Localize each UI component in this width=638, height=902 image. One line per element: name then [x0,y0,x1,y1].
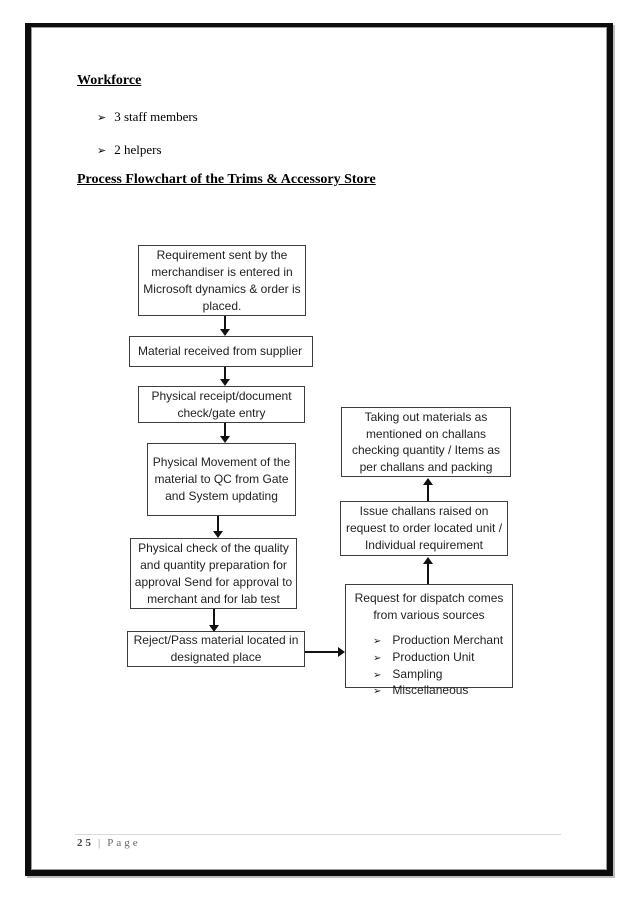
arrow-head-down-icon [208,625,219,632]
dispatch-source-label: Miscellaneous [392,683,469,698]
dispatch-source-label: Production Merchant [392,633,504,647]
node-reject-pass: Reject/Pass material located in designat… [127,631,305,667]
arrow-challans-to-takeout [422,478,433,501]
node-taking-out-materials: Taking out materials as mentioned on cha… [341,407,511,477]
dispatch-source-list: ➢ Production Merchant ➢ Production Unit … [346,633,512,700]
workforce-item-label: 3 staff members [114,109,198,124]
arrow-bullet-icon: ➢ [373,636,382,647]
arrow-bullet-icon: ➢ [373,652,382,664]
arrow-shaft [223,423,226,437]
arrow-quality-to-reject [208,609,219,632]
node-dispatch-request: Request for dispatch comes from various … [345,584,513,697]
dispatch-request-title: Request for dispatch comes from various … [354,591,504,622]
arrow-head-down-icon [219,329,230,336]
footer-separator: | [98,837,104,849]
arrow-head-down-icon [219,379,230,386]
arrow-requirement-to-material [219,316,230,336]
footer-page-word: Page [107,837,141,849]
node-requirement: Requirement sent by the merchandiser is … [138,245,306,316]
arrow-movement-to-quality [212,516,223,538]
workforce-heading: Workforce [77,73,142,88]
node-material-received: Material received from supplier [129,336,313,367]
page-number: 25 [77,837,94,849]
arrow-dispatch-to-challans [422,557,433,584]
dispatch-source-item: ➢ Production Merchant [346,633,512,650]
arrow-shaft [305,650,339,653]
page-border-frame [25,23,613,876]
arrow-shaft [216,516,219,532]
arrow-bullet-icon: ➢ [97,111,107,124]
arrow-head-up-icon [422,478,433,485]
arrow-head-right-icon [338,646,345,657]
arrow-reject-to-dispatch [305,646,345,657]
dispatch-source-label: Sampling [392,666,443,681]
arrow-material-to-receipt [219,367,230,386]
flowchart-heading: Process Flowchart of the Trims & Accesso… [77,172,376,187]
node-receipt-check: Physical receipt/document check/gate ent… [138,386,305,423]
page-footer: 25 |Page [77,837,141,849]
arrow-head-down-icon [212,531,223,538]
node-quality-check: Physical check of the quality and quanti… [130,538,297,609]
node-movement-qc: Physical Movement of the material to QC … [147,443,296,516]
workforce-item-label: 2 helpers [114,142,162,157]
arrow-head-up-icon [422,557,433,564]
arrow-shaft [212,609,215,626]
arrow-bullet-icon: ➢ [97,144,107,157]
arrow-shaft [223,367,226,380]
dispatch-source-item: ➢ Miscellaneous [346,683,512,700]
dispatch-source-label: Production Unit [392,649,475,664]
arrow-shaft [223,316,226,330]
workforce-item: ➢ 3 staff members [97,109,198,125]
dispatch-source-item: ➢ Production Unit [346,650,512,667]
workforce-item: ➢ 2 helpers [97,142,162,158]
arrow-receipt-to-movement [219,423,230,443]
node-issue-challans: Issue challans raised on request to orde… [340,501,508,556]
arrow-shaft [426,563,429,584]
arrow-bullet-icon: ➢ [373,686,382,698]
arrow-shaft [426,484,429,501]
footer-divider [75,834,561,835]
arrow-head-down-icon [219,436,230,443]
arrow-bullet-icon: ➢ [373,669,382,681]
dispatch-source-item: ➢ Sampling [346,667,512,684]
